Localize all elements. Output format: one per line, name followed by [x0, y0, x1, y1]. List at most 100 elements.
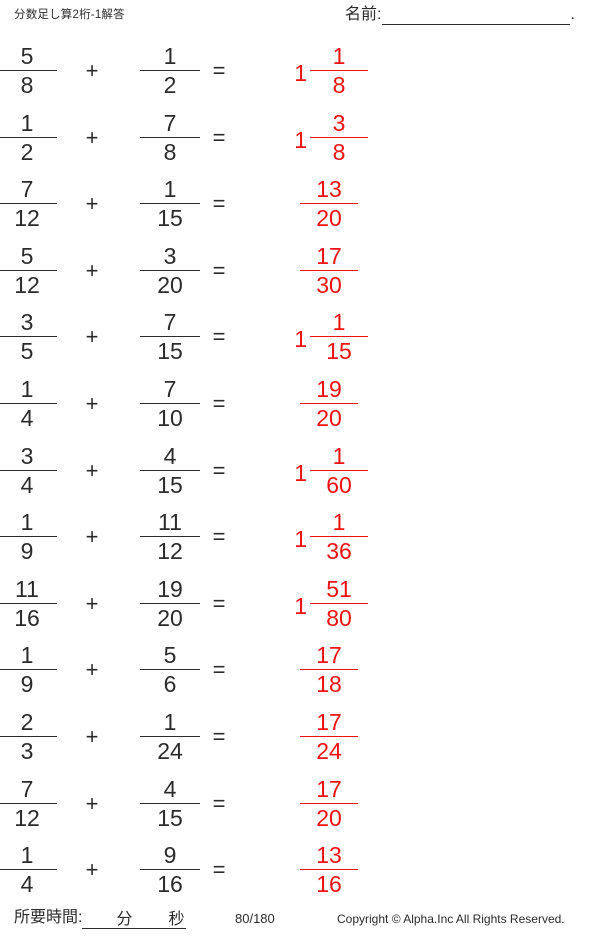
operand-2-fraction-bar: [140, 869, 200, 871]
operand-1-denominator: 16: [14, 604, 40, 631]
operand-2-numerator: 1: [163, 176, 177, 203]
operand-2-numerator: 1: [163, 43, 177, 69]
operand-1-fraction-bar: [0, 669, 57, 671]
operand-1-fraction-bar: [0, 136, 57, 138]
copyright-notice: Copyright © Alpha.Inc All Rights Reserve…: [337, 912, 565, 926]
operand-2-denominator: 15: [157, 338, 183, 365]
plus-icon: +: [85, 124, 99, 150]
operand-2-fraction-bar: [140, 402, 200, 404]
answer-numerator: 17: [316, 642, 342, 669]
minutes-input-rule[interactable]: [82, 909, 115, 929]
answer-denominator: 20: [316, 804, 342, 831]
operand-2-denominator: 24: [157, 737, 183, 764]
operand-1-fraction-bar: [0, 203, 57, 205]
plus-icon: +: [85, 524, 99, 550]
operand-2-denominator: 15: [157, 471, 183, 498]
operand-2-numerator: 7: [163, 375, 177, 402]
operand-1-denominator: 9: [20, 671, 34, 698]
operand-2-fraction-bar: [140, 469, 200, 471]
plus-icon: +: [85, 790, 99, 816]
answer-whole-number: 1: [294, 592, 307, 619]
worksheet-header: 分数足し算2桁-1解答 名前: .: [0, 0, 600, 40]
operand-2-denominator: 16: [157, 871, 183, 898]
answer-denominator: 20: [316, 404, 342, 431]
answer-numerator: 51: [326, 575, 352, 602]
page-counter: 80/180: [235, 911, 275, 926]
operand-2-fraction-bar: [140, 536, 200, 538]
plus-icon: +: [85, 457, 99, 483]
operand-2-numerator: 3: [163, 242, 177, 269]
operand-1-denominator: 9: [20, 538, 34, 565]
answer-denominator: 80: [326, 604, 352, 631]
operand-2-denominator: 12: [157, 538, 183, 565]
answer-numerator: 1: [332, 442, 346, 469]
equals-icon: =: [212, 457, 226, 483]
equals-icon: =: [212, 324, 226, 350]
operand-2-fraction-bar: [140, 70, 200, 71]
operand-2-numerator: 1: [163, 708, 177, 735]
operand-1-fraction-bar: [0, 536, 57, 538]
plus-icon: +: [85, 657, 99, 683]
operand-1-fraction-bar: [0, 402, 57, 404]
answer-fraction-bar: [300, 802, 358, 804]
answer-denominator: 36: [326, 538, 352, 565]
seconds-input-rule[interactable]: [134, 909, 167, 929]
plus-icon: +: [85, 723, 99, 749]
name-label: 名前:: [345, 6, 382, 23]
operand-2-numerator: 5: [163, 642, 177, 669]
operand-2-numerator: 4: [163, 442, 177, 469]
plus-icon: +: [85, 191, 99, 217]
plus-icon: +: [85, 857, 99, 883]
operand-2-denominator: 20: [157, 604, 183, 631]
answer-fraction-bar: [310, 602, 368, 604]
operand-1-numerator: 1: [20, 375, 34, 402]
answer-fraction-bar: [300, 203, 358, 205]
operand-1-fraction-bar: [0, 336, 57, 338]
answer-whole-number: 1: [294, 126, 307, 153]
equals-icon: =: [212, 124, 226, 150]
operand-2-fraction-bar: [140, 602, 200, 604]
operand-1-denominator: 8: [20, 72, 34, 98]
equals-icon: =: [212, 790, 226, 816]
name-trailing-dot: .: [570, 6, 575, 23]
operand-1-denominator: 5: [20, 338, 34, 365]
answer-fraction-bar: [310, 469, 368, 471]
name-input-rule[interactable]: [382, 6, 571, 25]
answer-fraction-bar: [300, 669, 358, 671]
worksheet-footer: 所要時間: 分 秒 80/180 Copyright © Alpha.Inc A…: [0, 905, 600, 943]
answer-denominator: 8: [332, 72, 346, 98]
operand-2-numerator: 9: [163, 842, 177, 869]
answer-denominator: 18: [316, 671, 342, 698]
operand-1-numerator: 7: [20, 176, 34, 203]
operand-1-numerator: 3: [20, 309, 34, 336]
answer-numerator: 17: [316, 708, 342, 735]
equals-icon: =: [212, 524, 226, 550]
